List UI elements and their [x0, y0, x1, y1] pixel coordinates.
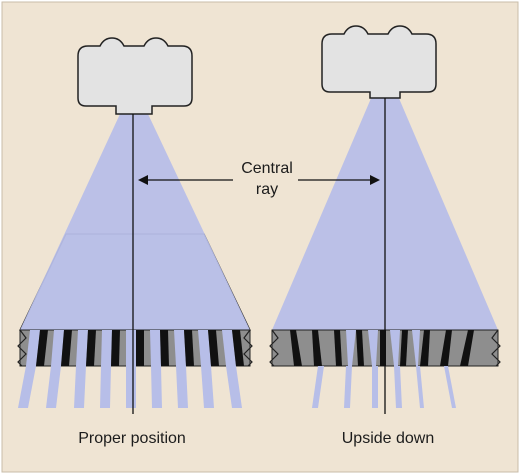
right-exit-beams: [312, 366, 456, 408]
right-lead-strips: [290, 330, 474, 366]
central-ray-label-line1: Central: [241, 160, 293, 177]
left-xray-tube: [77, 37, 193, 115]
left-grid: [17, 329, 253, 367]
right-caption: Upside down: [342, 430, 435, 447]
central-ray-label-line2: ray: [256, 181, 278, 198]
upside-down-panel: Upside down: [269, 25, 501, 447]
proper-position-panel: Proper position: [17, 37, 253, 447]
right-xray-tube: [321, 25, 437, 99]
arrow-head-right: [370, 175, 380, 185]
left-exit-beams: [18, 366, 242, 408]
left-transmitted-beams: [26, 330, 236, 366]
right-transmitted-beams: [346, 330, 420, 366]
central-ray-callout: Central ray: [138, 160, 380, 198]
left-lead-strips: [36, 330, 244, 366]
left-caption: Proper position: [78, 430, 186, 447]
arrow-head-left: [138, 175, 148, 185]
left-xray-beam: [20, 114, 250, 330]
